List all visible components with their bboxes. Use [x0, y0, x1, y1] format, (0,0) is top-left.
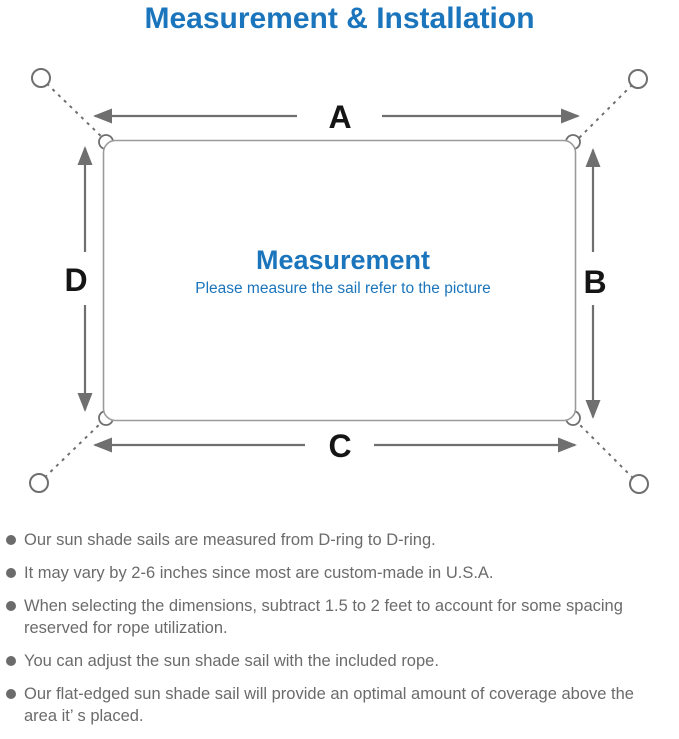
- note-text: When selecting the dimensions, subtract …: [24, 597, 623, 637]
- bullet-icon: [6, 656, 16, 666]
- dimension-label-left: D: [64, 262, 87, 298]
- corner-rope-dashed-lines: [38, 77, 640, 485]
- diagram-center-title: Measurement: [256, 245, 430, 275]
- note-text: Our flat-edged sun shade sail will provi…: [24, 685, 634, 725]
- diagram-center-subtitle: Please measure the sail refer to the pic…: [195, 280, 491, 297]
- note-text: You can adjust the sun shade sail with t…: [24, 652, 439, 670]
- anchor-circle-bottom-left: [29, 473, 49, 493]
- page-title: Measurement & Installation: [144, 2, 535, 35]
- sail-outline: [102, 139, 577, 422]
- note-item: You can adjust the sun shade sail with t…: [6, 650, 674, 672]
- note-text: It may vary by 2-6 inches since most are…: [24, 564, 494, 582]
- bullet-icon: [6, 535, 16, 545]
- note-item: Our sun shade sails are measured from D-…: [6, 529, 674, 551]
- measurement-diagram: A B C D Measurement Please measure the s…: [29, 68, 649, 494]
- rope-dashed-line-top-left: [40, 77, 106, 141]
- rope-dashed-line-top-right: [574, 78, 639, 143]
- dimension-label-top: A: [328, 99, 351, 135]
- anchor-circle-top-left: [31, 68, 51, 88]
- dimension-label-right: B: [583, 264, 606, 300]
- anchor-circle-bottom-right: [629, 474, 649, 494]
- note-item: When selecting the dimensions, subtract …: [6, 595, 664, 639]
- dimension-label-bottom: C: [328, 428, 351, 464]
- bullet-icon: [6, 601, 16, 611]
- notes-section: Our sun shade sails are measured from D-…: [6, 529, 674, 738]
- note-item: Our flat-edged sun shade sail will provi…: [6, 683, 636, 727]
- rope-dashed-line-bottom-right: [574, 419, 640, 485]
- rope-dashed-line-bottom-left: [38, 418, 106, 484]
- note-item: It may vary by 2-6 inches since most are…: [6, 562, 674, 584]
- anchor-point-circles: [29, 68, 649, 494]
- notes-list: Our sun shade sails are measured from D-…: [6, 529, 674, 727]
- bullet-icon: [6, 689, 16, 699]
- bullet-icon: [6, 568, 16, 578]
- anchor-circle-top-right: [628, 69, 648, 89]
- note-text: Our sun shade sails are measured from D-…: [24, 531, 436, 549]
